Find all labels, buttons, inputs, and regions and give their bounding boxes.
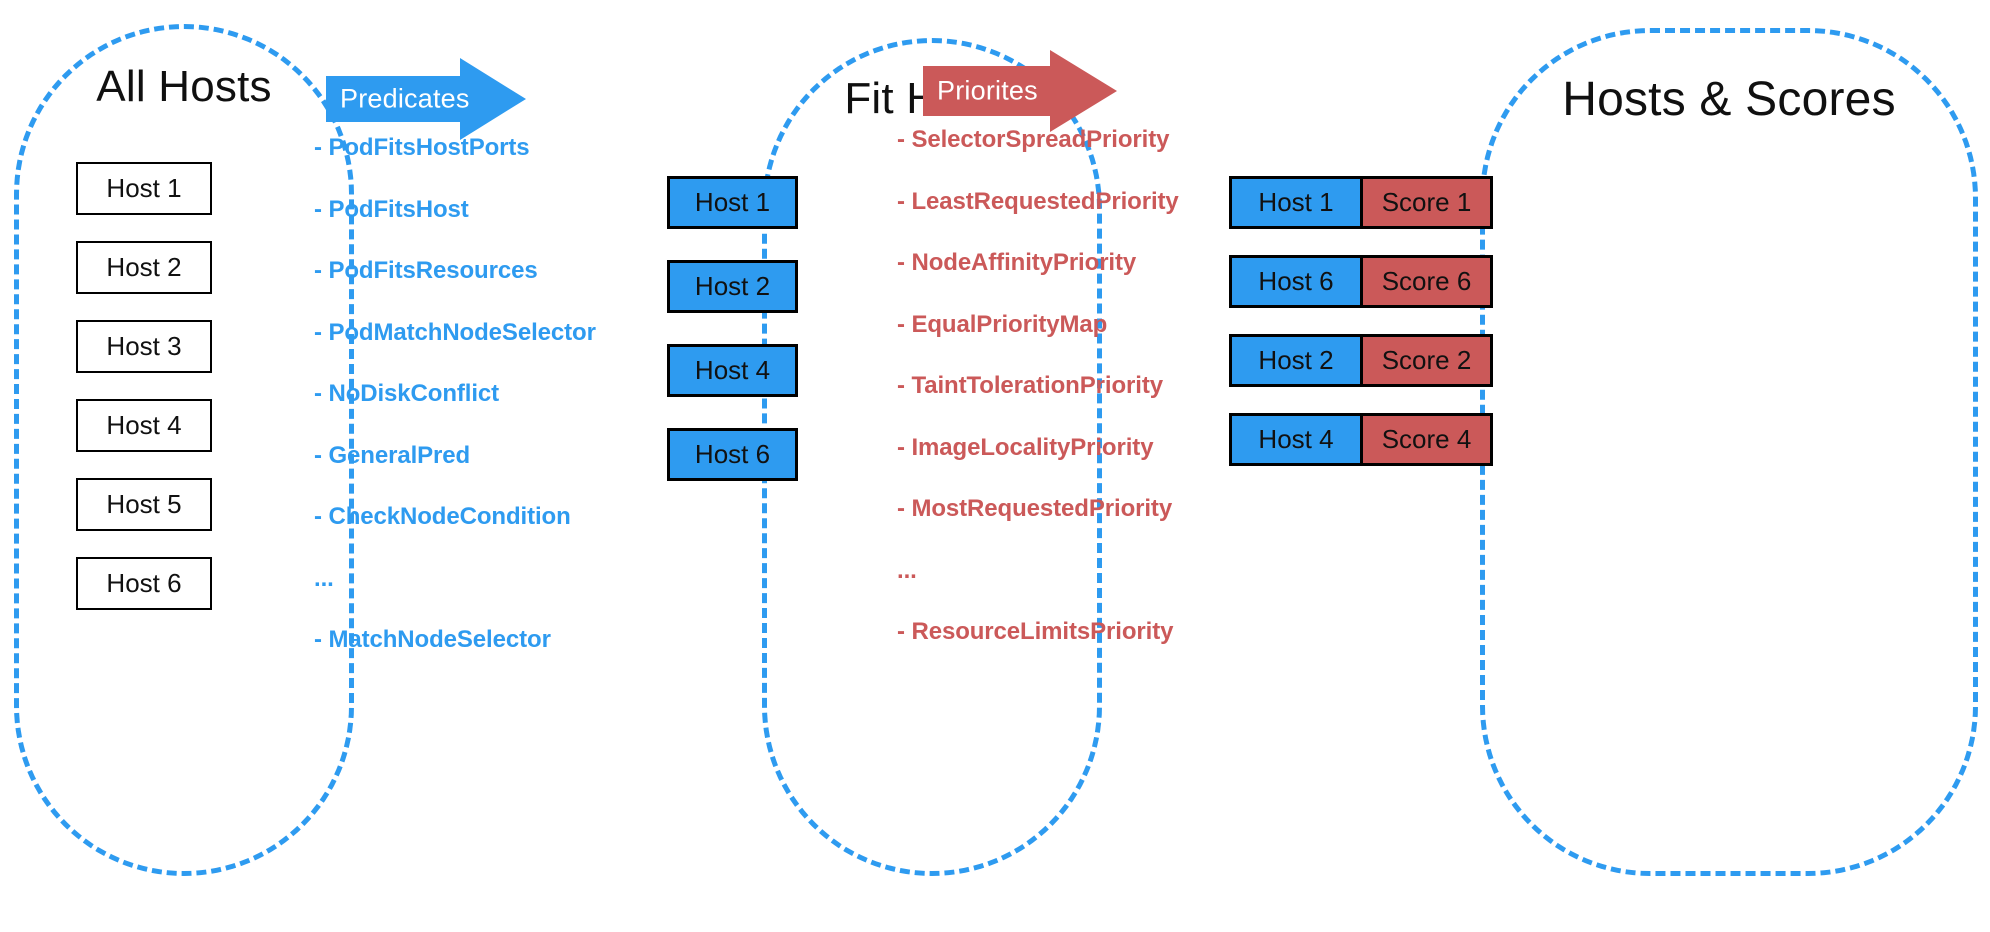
hosts-scores-row: Host 2 Score 2 bbox=[1229, 334, 1493, 387]
priorities-arrow-label: Priorites bbox=[937, 75, 1038, 106]
priority-item: - NodeAffinityPriority bbox=[897, 249, 1137, 276]
hosts-scores-host: Host 6 bbox=[1232, 258, 1363, 305]
predicate-item: - GeneralPred bbox=[314, 441, 471, 469]
all-hosts-item: Host 2 bbox=[76, 241, 212, 294]
hosts-scores-row: Host 6 Score 6 bbox=[1229, 255, 1493, 308]
all-hosts-container bbox=[14, 24, 354, 876]
priority-item: - TaintTolerationPriority bbox=[897, 372, 1163, 399]
predicates-arrow-label: Predicates bbox=[340, 83, 470, 114]
fit-hosts-item: Host 4 bbox=[667, 344, 798, 397]
hosts-scores-host: Host 1 bbox=[1232, 179, 1363, 226]
all-hosts-title: All Hosts bbox=[96, 62, 272, 111]
priority-item: - ImageLocalityPriority bbox=[897, 433, 1154, 461]
predicate-item: - MatchNodeSelector bbox=[314, 626, 551, 653]
all-hosts-item: Host 1 bbox=[76, 162, 212, 215]
hosts-scores-row: Host 1 Score 1 bbox=[1229, 176, 1493, 229]
hosts-scores-row: Host 4 Score 4 bbox=[1229, 413, 1493, 466]
fit-hosts-item: Host 1 bbox=[667, 176, 798, 229]
predicate-ellipsis: ... bbox=[314, 564, 334, 592]
priority-item: - SelectorSpreadPriority bbox=[897, 126, 1170, 153]
predicate-item: - PodFitsHostPorts bbox=[314, 134, 530, 161]
hosts-scores-host: Host 4 bbox=[1232, 416, 1363, 463]
priority-item: - EqualPriorityMap bbox=[897, 310, 1108, 338]
hosts-scores-score: Score 1 bbox=[1363, 179, 1490, 226]
hosts-scores-container bbox=[1480, 28, 1978, 876]
predicate-item: - PodFitsResources bbox=[314, 257, 538, 284]
all-hosts-item: Host 4 bbox=[76, 399, 212, 452]
all-hosts-item: Host 5 bbox=[76, 478, 212, 531]
predicates-arrow: Predicates bbox=[326, 58, 526, 140]
all-hosts-list: Host 1 Host 2 Host 3 Host 4 Host 5 Host … bbox=[76, 162, 212, 610]
priorities-list: - SelectorSpreadPriority - LeastRequeste… bbox=[897, 128, 1179, 682]
priority-item: - LeastRequestedPriority bbox=[897, 187, 1179, 215]
fit-hosts-list: Host 1 Host 2 Host 4 Host 6 bbox=[667, 176, 798, 481]
priorities-arrow: Priorites bbox=[923, 50, 1123, 132]
priority-item: - ResourceLimitsPriority bbox=[897, 618, 1174, 645]
priority-item: - MostRequestedPriority bbox=[897, 495, 1173, 522]
hosts-scores-score: Score 6 bbox=[1363, 258, 1490, 305]
fit-hosts-item: Host 2 bbox=[667, 260, 798, 313]
predicate-item: - PodMatchNodeSelector bbox=[314, 318, 596, 346]
all-hosts-item: Host 6 bbox=[76, 557, 212, 610]
priority-ellipsis: ... bbox=[897, 556, 917, 584]
hosts-scores-list: Host 1 Score 1 Host 6 Score 6 Host 2 Sco… bbox=[1229, 176, 1493, 466]
hosts-scores-title: Hosts & Scores bbox=[1562, 73, 1896, 126]
predicate-item: - CheckNodeCondition bbox=[314, 503, 571, 530]
predicate-item: - PodFitsHost bbox=[314, 195, 469, 223]
hosts-scores-score: Score 2 bbox=[1363, 337, 1490, 384]
all-hosts-item: Host 3 bbox=[76, 320, 212, 373]
hosts-scores-score: Score 4 bbox=[1363, 416, 1490, 463]
fit-hosts-item: Host 6 bbox=[667, 428, 798, 481]
hosts-scores-host: Host 2 bbox=[1232, 337, 1363, 384]
predicate-item: - NoDiskConflict bbox=[314, 380, 500, 407]
predicates-list: - PodFitsHostPorts - PodFitsHost - PodFi… bbox=[314, 136, 596, 690]
